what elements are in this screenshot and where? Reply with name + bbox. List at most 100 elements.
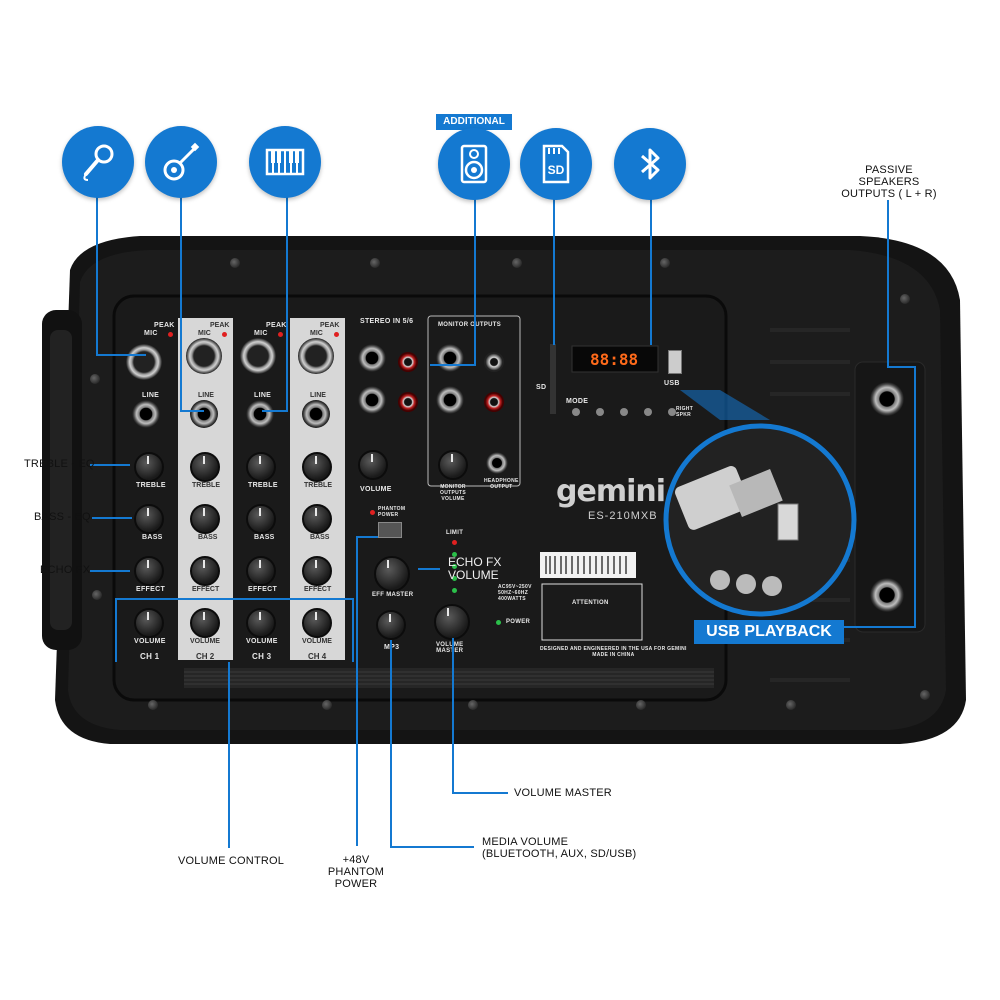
callout-line (92, 517, 132, 519)
callout-line (452, 638, 454, 794)
sd-card-icon: SD (520, 128, 592, 200)
screw (512, 258, 522, 268)
callout-line (390, 846, 474, 848)
ch3-treble-knob[interactable] (246, 452, 276, 482)
ch4-peak-led (334, 332, 339, 337)
eff-master-knob[interactable] (374, 556, 410, 592)
callout-line (356, 536, 358, 846)
ch2-volume-knob[interactable] (190, 608, 220, 638)
play-pause-button[interactable] (596, 408, 604, 416)
ch4-treble-knob[interactable] (302, 452, 332, 482)
ch1-treble-knob[interactable] (134, 452, 164, 482)
ch1-effect-label: EFFECT (136, 586, 166, 593)
ch4-volume-knob[interactable] (302, 608, 332, 638)
ch2-bass-knob[interactable] (190, 504, 220, 534)
callout-line (390, 640, 392, 848)
screw (468, 700, 478, 710)
model-label: ES-210MXB (588, 510, 658, 522)
callout-line (115, 598, 117, 662)
meter-led (452, 564, 457, 569)
monitor-out-right-rca[interactable] (484, 392, 504, 412)
monitor-out-right-jack[interactable] (436, 386, 464, 414)
callout-line (430, 364, 476, 366)
screw (370, 258, 380, 268)
callout-line (914, 366, 916, 628)
usb-playback-banner: USB PLAYBACK (694, 620, 844, 644)
ch1-mic-input[interactable] (126, 344, 162, 380)
ch3-effect-label: EFFECT (248, 586, 278, 593)
mode-button[interactable] (572, 408, 580, 416)
phantom-power-switch[interactable] (378, 522, 402, 538)
ch4-bass-label: BASS (310, 534, 330, 541)
meter-led (452, 576, 457, 581)
ch4-peak-label: PEAK (320, 322, 340, 329)
attention-label: ATTENTION (572, 600, 609, 606)
power-label: POWER (506, 619, 531, 625)
screw (92, 590, 102, 600)
ch3-effect-knob[interactable] (246, 556, 276, 586)
passive-speaker-left-jack[interactable] (870, 382, 904, 416)
ch2-label: CH 2 (196, 652, 215, 661)
callout-line (887, 200, 889, 368)
ch1-line-input[interactable] (132, 400, 160, 428)
stereo-in-right-jack[interactable] (358, 386, 386, 414)
headphone-output-jack[interactable] (486, 452, 508, 474)
ch4-bass-knob[interactable] (302, 504, 332, 534)
callout-line (228, 662, 230, 848)
ch1-volume-knob[interactable] (134, 608, 164, 638)
screw (900, 294, 910, 304)
stereo-in-right-rca[interactable] (398, 392, 418, 412)
callout-line (90, 570, 130, 572)
ch1-volume-label: VOLUME (134, 638, 166, 645)
screw (230, 258, 240, 268)
ch4-line-input[interactable] (302, 400, 330, 428)
ch1-effect-knob[interactable] (134, 556, 164, 586)
ch3-line-input[interactable] (246, 400, 274, 428)
ch3-mic-label: MIC (254, 330, 268, 337)
mode-label: MODE (566, 398, 589, 405)
ch4-effect-knob[interactable] (302, 556, 332, 586)
ch1-peak-led (168, 332, 173, 337)
phantom-power-callout: +48V PHANTOM POWER (327, 854, 385, 890)
ch2-mic-input[interactable] (186, 338, 222, 374)
mp3-volume-knob[interactable] (376, 610, 406, 640)
right-spkr-label: RIGHT SPKR (676, 406, 694, 418)
passive-speaker-right-jack[interactable] (870, 578, 904, 612)
repeat-button[interactable] (620, 408, 628, 416)
ch3-mic-input[interactable] (240, 338, 276, 374)
keyboard-icon (249, 126, 321, 198)
monitor-volume-knob[interactable] (438, 450, 468, 480)
monitor-out-left-jack[interactable] (436, 344, 464, 372)
volume-master-knob[interactable] (434, 604, 470, 640)
callout-line (286, 195, 288, 410)
callout-line (96, 354, 146, 356)
ch1-mic-label: MIC (144, 330, 158, 337)
ch4-mic-input[interactable] (298, 338, 334, 374)
ch2-peak-led (222, 332, 227, 337)
eff-master-label: EFF MASTER (372, 592, 414, 598)
ch2-line-input[interactable] (190, 400, 218, 428)
stereo-in-left-jack[interactable] (358, 344, 386, 372)
ch2-peak-label: PEAK (210, 322, 230, 329)
ch3-volume-knob[interactable] (246, 608, 276, 638)
ch1-bass-knob[interactable] (134, 504, 164, 534)
usb-label: USB (664, 380, 680, 387)
ch2-bass-label: BASS (198, 534, 218, 541)
previous-button[interactable] (644, 408, 652, 416)
screw (90, 374, 100, 384)
next-button[interactable] (668, 408, 676, 416)
stereo-in-left-rca[interactable] (398, 352, 418, 372)
callout-line (474, 195, 476, 365)
rating-label: AC95V~250V 50HZ~60HZ 400WATTS (498, 584, 532, 602)
ch4-line-label: LINE (310, 392, 326, 399)
ch2-effect-knob[interactable] (190, 556, 220, 586)
speaker-icon (438, 128, 510, 200)
stereo-in-volume-knob[interactable] (358, 450, 388, 480)
ch4-effect-label: EFFECT (304, 586, 332, 593)
monitor-outputs-label: MONITOR OUTPUTS (438, 322, 502, 328)
ch3-bass-knob[interactable] (246, 504, 276, 534)
ch3-volume-label: VOLUME (246, 638, 278, 645)
ch2-treble-knob[interactable] (190, 452, 220, 482)
usb-port[interactable] (668, 350, 682, 374)
monitor-out-left-rca[interactable] (484, 352, 504, 372)
